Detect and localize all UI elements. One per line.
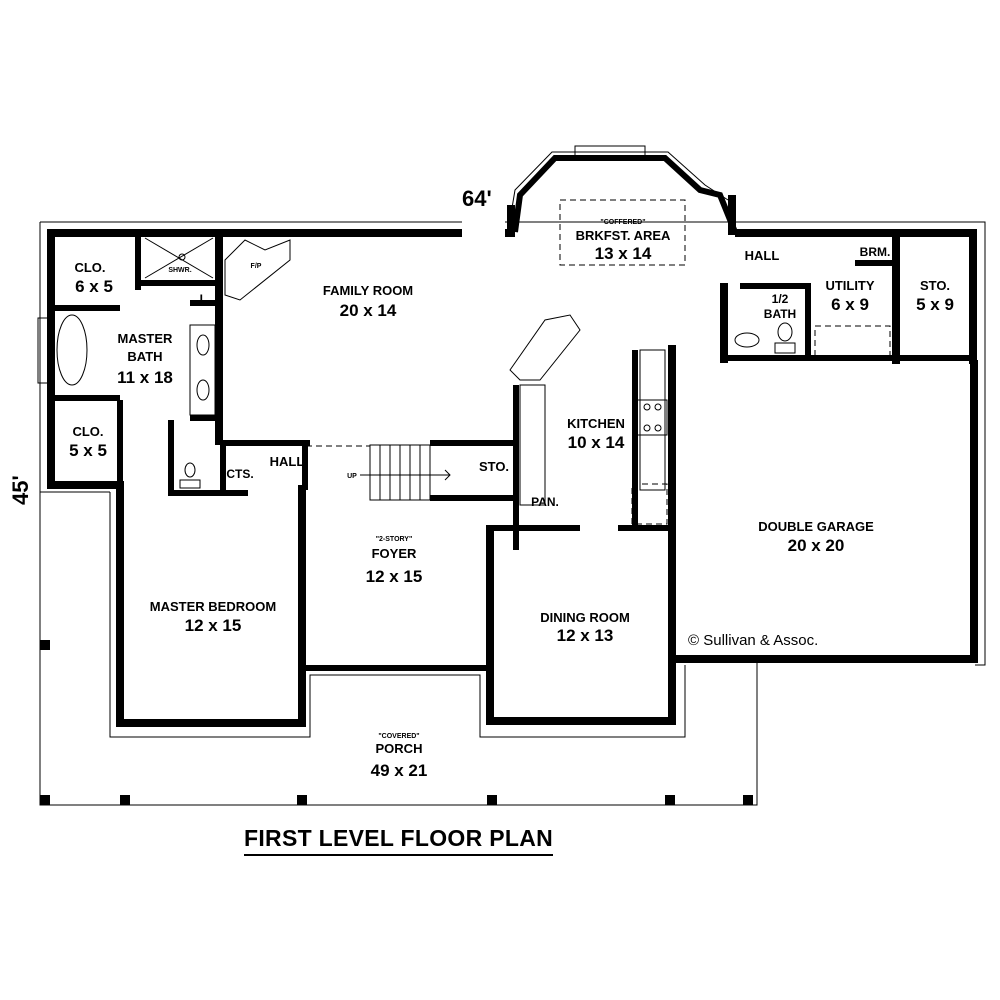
clo-bottom-size: 5 x 5 (69, 441, 107, 460)
sto-stair-name: STO. (479, 459, 509, 474)
hall-right-name: HALL (745, 248, 780, 263)
porch-size: 49 x 21 (371, 761, 428, 780)
garage-name: DOUBLE GARAGE (758, 519, 874, 534)
master-bath-name-1: MASTER (118, 331, 174, 346)
roofline-outline (39, 221, 986, 806)
interior-walls (55, 235, 975, 550)
breakfast-name: BRKFST. AREA (576, 228, 671, 243)
half-bath-name-1: 1/2 (772, 292, 789, 306)
sto-right-name: STO. (920, 278, 950, 293)
cts-name: CTS. (226, 467, 253, 481)
dining-room-size: 12 x 13 (557, 626, 614, 645)
fixtures (37, 199, 891, 525)
family-room-size: 20 x 14 (340, 301, 397, 320)
family-room-name: FAMILY ROOM (323, 283, 413, 298)
shower-name: SHWR. (168, 267, 191, 274)
half-bath-name-2: BATH (764, 307, 796, 321)
kitchen-size: 10 x 14 (568, 433, 625, 452)
kitchen-name: KITCHEN (567, 416, 625, 431)
stair-up-label: UP (347, 473, 357, 480)
overall-width-dimension: 64' (462, 186, 492, 211)
porch-columns (40, 640, 753, 805)
master-bedroom-size: 12 x 15 (185, 616, 242, 635)
breakfast-bay-window (509, 145, 738, 234)
stair (306, 444, 451, 501)
master-bath-size: 11 x 18 (117, 368, 173, 387)
overall-depth-dimension: 45' (8, 475, 33, 505)
clo-bottom-name: CLO. (72, 424, 103, 439)
fireplace-name: F/P (251, 263, 262, 270)
master-bath-name-2: BATH (127, 349, 162, 364)
exterior-walls (47, 195, 978, 727)
sto-right-size: 5 x 9 (916, 295, 954, 314)
foyer-note: "2-STORY" (376, 536, 413, 543)
broom-name: BRM. (860, 245, 891, 259)
foyer-name: FOYER (372, 546, 417, 561)
hall-left-name: HALL (270, 454, 305, 469)
copyright-notice: © Sullivan & Assoc. (688, 632, 819, 649)
clo-top-size: 6 x 5 (75, 277, 113, 296)
pantry-name: PAN. (531, 495, 559, 509)
plan-title: FIRST LEVEL FLOOR PLAN (244, 825, 554, 856)
clo-top-name: CLO. (74, 260, 105, 275)
dining-room-name: DINING ROOM (540, 610, 630, 625)
linen-name: L. (200, 292, 211, 306)
master-bedroom-name: MASTER BEDROOM (150, 599, 276, 614)
breakfast-size: 13 x 14 (595, 244, 652, 263)
porch-name: PORCH (376, 741, 423, 756)
foyer-size: 12 x 15 (366, 567, 423, 586)
garage-size: 20 x 20 (788, 536, 845, 555)
utility-name: UTILITY (825, 278, 874, 293)
utility-size: 6 x 9 (831, 295, 869, 314)
porch-note: "COVERED" (378, 733, 419, 740)
breakfast-note: "COFFERED" (600, 219, 645, 226)
room-labels: CLO. 6 x 5 SHWR. L. F/P MASTER BATH 11 x… (69, 219, 954, 780)
